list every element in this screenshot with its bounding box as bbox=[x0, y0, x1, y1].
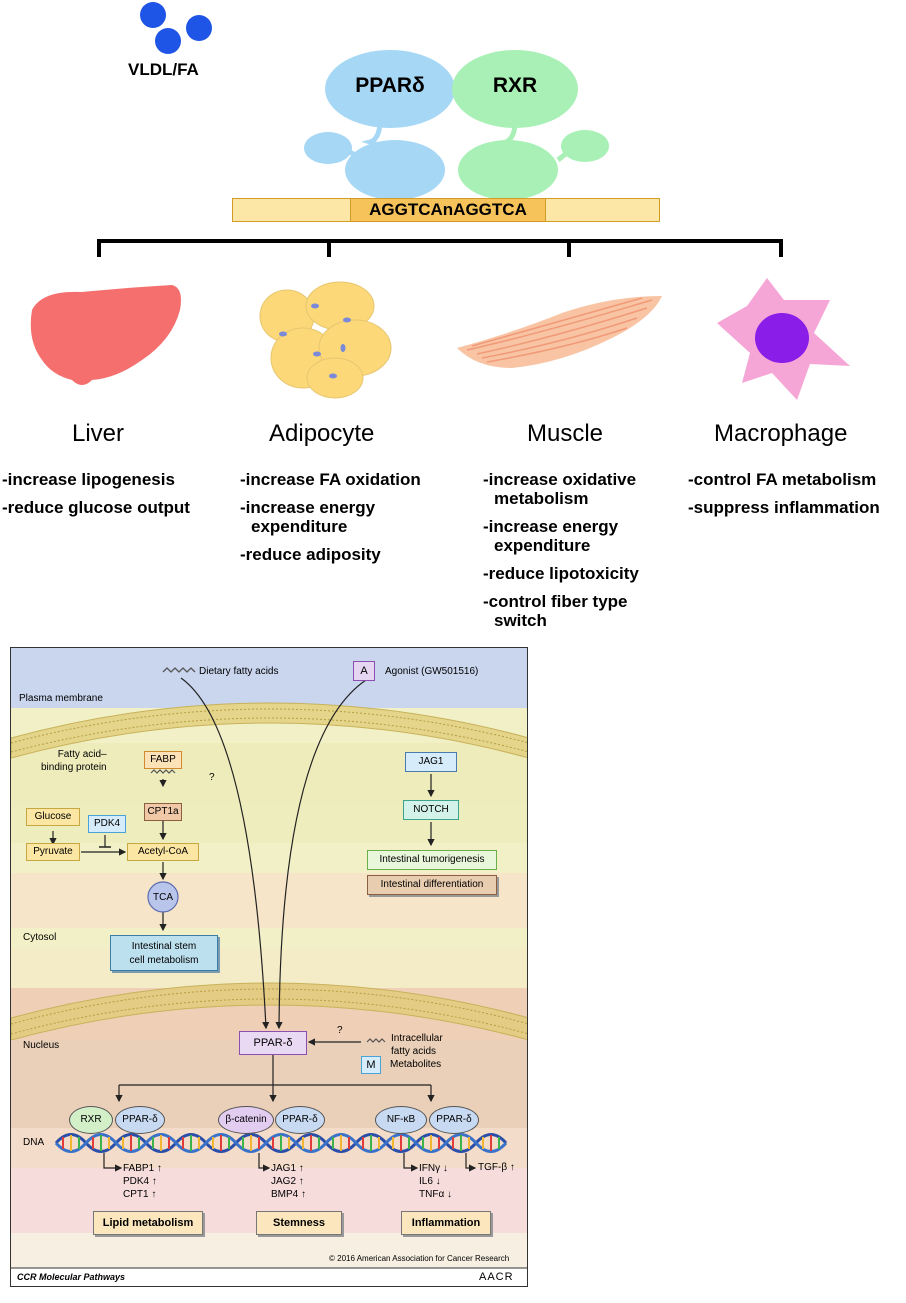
rxr-ligand-domain: RXR bbox=[452, 50, 578, 128]
muscle-fiber-icon bbox=[457, 296, 662, 368]
ppar-delta-box: PPAR-δ bbox=[239, 1031, 307, 1055]
gene-item: BMP4 ↑ bbox=[271, 1189, 307, 1200]
lipid-genes: FABP1 ↑ PDK4 ↑ CPT1 ↑ bbox=[123, 1162, 162, 1201]
effect-item: -increase FA oxidation bbox=[240, 470, 421, 489]
macrophage-title: Macrophage bbox=[714, 420, 848, 447]
gene-item: FABP1 ↑ bbox=[123, 1163, 162, 1174]
plasma-membrane-label: Plasma membrane bbox=[19, 693, 103, 704]
gene-item: PDK4 ↑ bbox=[123, 1176, 157, 1187]
notch-box: NOTCH bbox=[403, 800, 459, 820]
muscle-effects: -increase oxidative metabolism -increase… bbox=[483, 470, 639, 639]
vldl-fa-label: VLDL/FA bbox=[128, 60, 199, 79]
effect-item: -suppress inflammation bbox=[688, 498, 880, 517]
ppar-delta-ligand-domain: PPARδ bbox=[325, 50, 455, 128]
tumorigenesis-box: Intestinal tumorigenesis bbox=[367, 850, 497, 870]
gene-item: JAG1 ↑ bbox=[271, 1163, 304, 1174]
jag1-box: JAG1 bbox=[405, 752, 457, 772]
fabp-question-mark: ? bbox=[209, 772, 215, 783]
intracellular-fatty-acids-label: Intracellular fatty acids bbox=[391, 1033, 443, 1057]
ppar-delta-oval: PPAR-δ bbox=[115, 1106, 165, 1134]
fabp-description: Fatty acid– binding protein bbox=[41, 749, 107, 773]
gene-item: IL6 ↓ bbox=[419, 1176, 441, 1187]
ppar-delta-oval: PPAR-δ bbox=[429, 1106, 479, 1134]
effect-item: -reduce glucose output bbox=[2, 498, 190, 517]
tgf-beta-gene: TGF-β ↑ bbox=[478, 1162, 515, 1173]
liver-title: Liver bbox=[72, 420, 125, 447]
stemness-box: Stemness bbox=[256, 1211, 342, 1235]
gene-item: TNFα ↓ bbox=[419, 1189, 452, 1200]
gene-item: CPT1 ↑ bbox=[123, 1189, 157, 1200]
stemness-genes: JAG1 ↑ JAG2 ↑ BMP4 ↑ bbox=[271, 1162, 306, 1201]
tca-label: TCA bbox=[153, 892, 173, 903]
macrophage-effects: -control FA metabolism -suppress inflamm… bbox=[688, 470, 880, 526]
inflammation-genes: IFNγ ↓ IL6 ↓ TNFα ↓ bbox=[419, 1162, 452, 1201]
copyright-text: © 2016 American Association for Cancer R… bbox=[329, 1254, 510, 1263]
ppar-delta-label: PPARδ bbox=[355, 74, 425, 97]
macrophage-icon bbox=[717, 278, 850, 400]
effect-item: -increase energy expenditure bbox=[240, 498, 376, 536]
effect-item: -control fiber type switch bbox=[483, 592, 628, 630]
effect-item: -increase oxidative metabolism bbox=[483, 470, 637, 508]
differentiation-box: Intestinal differentiation bbox=[367, 875, 497, 895]
pathway-background bbox=[11, 648, 527, 1286]
effect-item: -control FA metabolism bbox=[688, 470, 877, 489]
dna-label: DNA bbox=[23, 1137, 45, 1148]
inflammation-box: Inflammation bbox=[401, 1211, 491, 1235]
rxr-oval: RXR bbox=[69, 1106, 113, 1134]
dietary-fatty-acids-label: Dietary fatty acids bbox=[199, 666, 279, 677]
receptor-dimer-domains bbox=[304, 124, 609, 200]
effect-item: -increase energy expenditure bbox=[483, 517, 619, 555]
adipocyte-effects: -increase FA oxidation -increase energy … bbox=[240, 470, 421, 573]
nucleus-label: Nucleus bbox=[23, 1040, 60, 1051]
liver-icon bbox=[30, 285, 181, 385]
intracellular-question-mark: ? bbox=[337, 1025, 343, 1036]
pdk4-box: PDK4 bbox=[88, 815, 126, 833]
vldl-particle bbox=[155, 28, 181, 54]
glucose-box: Glucose bbox=[26, 808, 80, 826]
effect-item: -reduce lipotoxicity bbox=[483, 564, 639, 583]
stem-cell-metabolism-box: Intestinal stem cell metabolism bbox=[110, 935, 218, 971]
vldl-particle bbox=[140, 2, 166, 28]
gene-item: IFNγ ↓ bbox=[419, 1163, 448, 1174]
ppar-delta-oval: PPAR-δ bbox=[275, 1106, 325, 1134]
pathway-panel: Dietary fatty acids A Agonist (GW501516)… bbox=[10, 647, 528, 1287]
adipocyte-icon bbox=[259, 281, 392, 399]
beta-catenin-oval: β-catenin bbox=[218, 1106, 274, 1134]
cytosol-label: Cytosol bbox=[23, 932, 57, 943]
tissue-branch-bracket bbox=[97, 239, 783, 257]
agonist-box: A bbox=[353, 661, 375, 681]
lipid-metabolism-box: Lipid metabolism bbox=[93, 1211, 203, 1235]
cpt1a-box: CPT1a bbox=[144, 803, 182, 821]
muscle-title: Muscle bbox=[527, 420, 604, 447]
response-element: AGGTCAnAGGTCA bbox=[350, 198, 546, 222]
gene-item: JAG2 ↑ bbox=[271, 1176, 304, 1187]
metabolite-box: M bbox=[361, 1056, 381, 1074]
pyruvate-box: Pyruvate bbox=[26, 843, 80, 861]
vldl-particle bbox=[186, 15, 212, 41]
nfkb-oval: NF-κB bbox=[375, 1106, 427, 1134]
rxr-label: RXR bbox=[492, 74, 538, 97]
acetyl-coa-box: Acetyl-CoA bbox=[127, 843, 199, 861]
liver-effects: -increase lipogenesis -reduce glucose ou… bbox=[2, 470, 190, 526]
publisher-logo: AACR bbox=[479, 1271, 514, 1283]
fabp-box: FABP bbox=[144, 751, 182, 769]
agonist-label: Agonist (GW501516) bbox=[385, 666, 479, 677]
effect-item: -increase lipogenesis bbox=[2, 470, 175, 489]
adipocyte-title: Adipocyte bbox=[269, 420, 375, 447]
effect-item: -reduce adiposity bbox=[240, 545, 381, 564]
metabolites-label: Metabolites bbox=[390, 1059, 442, 1070]
journal-name: CCR Molecular Pathways bbox=[17, 1272, 126, 1282]
